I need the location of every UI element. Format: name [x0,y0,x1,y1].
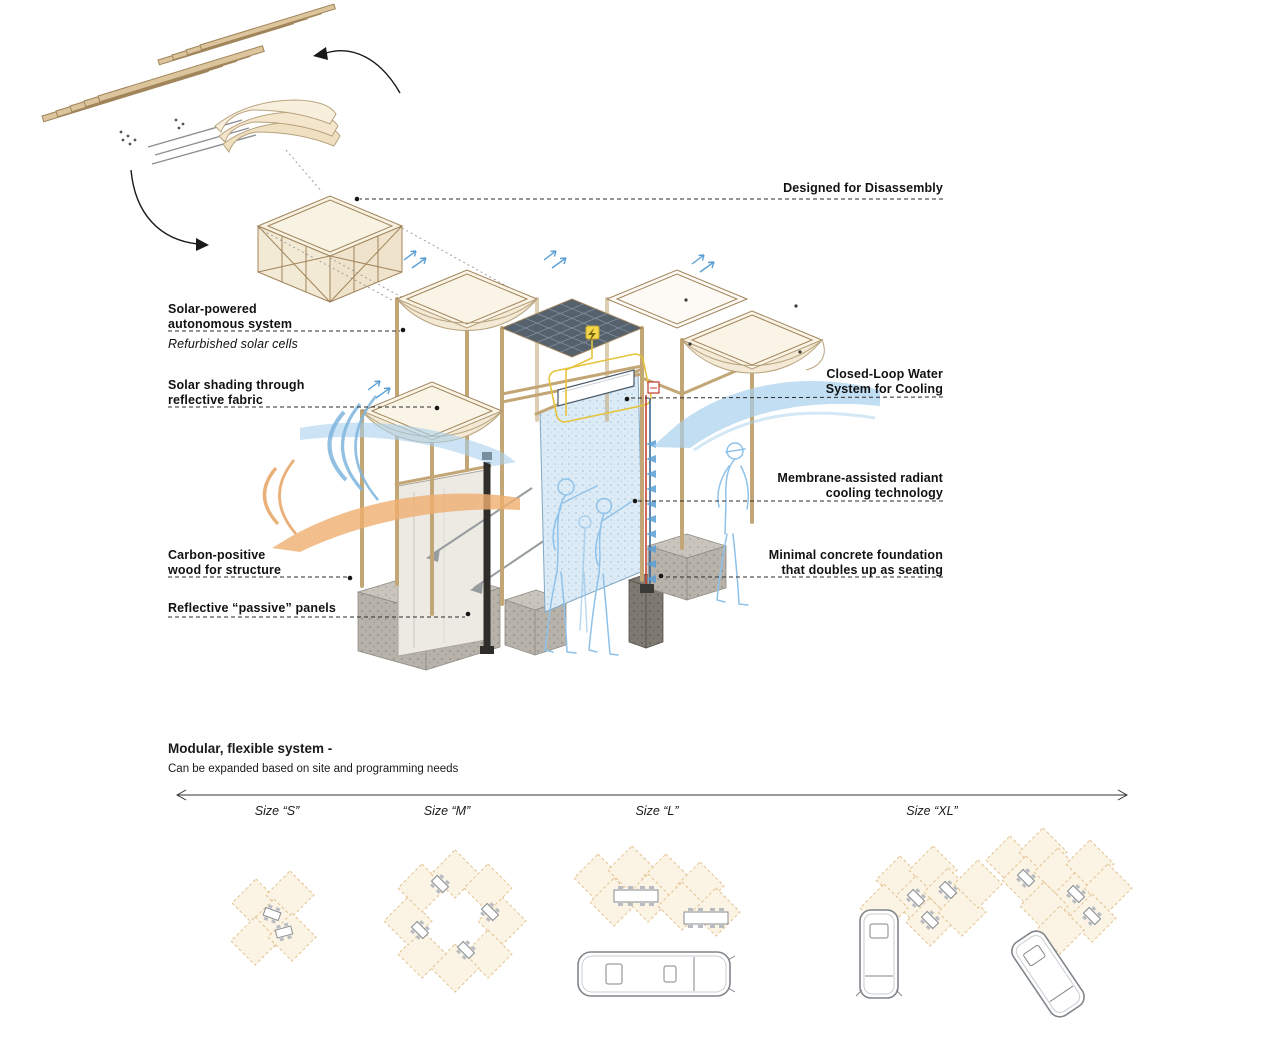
size-label-s: Size “S” [254,804,300,818]
orange-flow-arcs [262,459,298,535]
plan-cluster-m [383,849,527,993]
van-xl-vertical [855,909,903,999]
figure-middle [578,515,592,633]
airflow-left-arrow [300,422,516,466]
lightning-icon [588,328,596,342]
blue-flow-arcs [327,395,379,501]
exploded-rails [147,119,257,165]
van-xl-rotated [1011,930,1085,1018]
label-carbon-positive-wood: Carbon-positive wood for structure [168,548,282,577]
label-solar-shading: Solar shading through reflective fabric [168,378,305,407]
bottom-heading: Modular, flexible system - [168,741,333,756]
size-label-xl: Size “XL” [906,804,958,818]
plan-cluster-l [573,845,741,997]
label-concrete-foundation: Minimal concrete foundation that doubles… [768,548,943,577]
yellow-circuit [548,340,652,423]
label-membrane-cooling: Membrane-assisted radiant cooling techno… [777,471,943,500]
pavilion [262,250,880,671]
solar-badge [585,325,600,342]
reflective-panel [394,464,492,657]
membrane-panel [534,367,644,613]
leader-closed-loop [629,396,944,399]
annotation-leader-lines [168,196,944,618]
label-solar-powered: Solar-powered autonomous system [168,302,293,331]
assembly-arrow-top [313,47,401,94]
exploded-fabric-stack [214,99,341,154]
size-label-l: Size “L” [635,804,679,818]
pump-box [647,381,660,394]
size-label-m: Size “M” [423,804,471,818]
cooling-pipes [640,395,654,593]
figure-child [588,497,632,656]
plan-cluster-s [230,870,317,966]
heat-out-arrow [272,493,520,552]
plan-cluster-xl [855,827,1133,1018]
figure-pointing-adult [544,478,598,654]
figure-right [716,442,750,606]
fastener-dots [119,118,185,146]
roof-module-solar [500,298,644,358]
exploded-planks [41,3,336,123]
exploded-frame-module [256,195,404,303]
roof-module-fabric-right [680,298,825,374]
roof-module-fabric-left [395,269,539,331]
label-reflective-panels: Reflective “passive” panels [168,601,337,615]
assembly-arrow-left [130,169,209,251]
label-designed-for-disassembly: Designed for Disassembly [783,181,943,195]
human-figures [544,442,750,656]
roof-module-frame-back [605,269,749,329]
bottom-subheading: Can be expanded based on site and progra… [168,763,459,775]
panel-flow-chevrons [646,440,656,583]
concrete-plinth-right [646,533,728,601]
van-l [577,951,736,997]
expansion-axis-arrow [175,789,1129,801]
label-closed-loop-water: Closed-Loop Water System for Cooling [825,367,943,396]
water-tank [557,369,635,407]
label-refurbished-solar-cells: Refurbished solar cells [168,337,298,351]
concrete-pier-center [627,573,665,649]
